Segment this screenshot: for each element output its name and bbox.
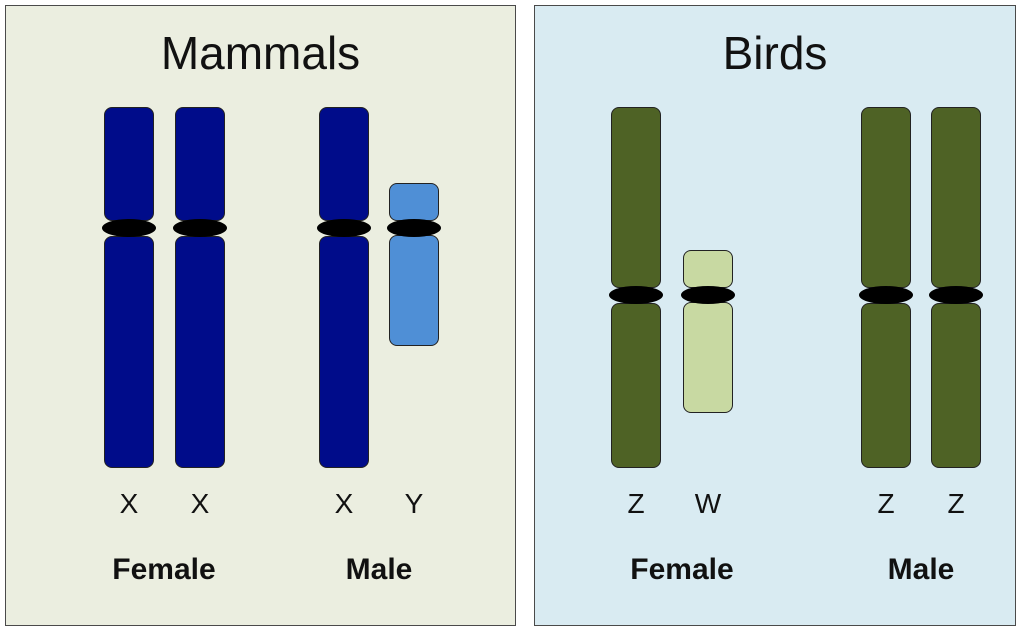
centromere: [173, 219, 227, 237]
centromere: [859, 286, 913, 304]
chromosome-upper-arm: [683, 250, 733, 288]
mammals-title: Mammals: [6, 26, 515, 80]
bird-male-label: Male: [841, 553, 1001, 587]
chromosome-lower-arm: [611, 303, 661, 468]
chromosome-upper-arm: [104, 107, 154, 221]
chromosome-upper-arm: [389, 183, 439, 221]
mammal-female-x-chromosome-2: [175, 107, 225, 468]
mammal-letter-3: X: [314, 488, 374, 520]
bird-male-z-chromosome-1: [861, 107, 911, 468]
centromere: [929, 286, 983, 304]
centromere: [609, 286, 663, 304]
bird-female-w-chromosome: [683, 250, 733, 413]
chromosome-upper-arm: [175, 107, 225, 221]
bird-letter-1: Z: [606, 488, 666, 520]
chromosome-lower-arm: [931, 303, 981, 468]
bird-female-z-chromosome: [611, 107, 661, 468]
chromosome-upper-arm: [931, 107, 981, 288]
mammal-letter-2: X: [170, 488, 230, 520]
centromere: [681, 286, 735, 304]
chromosome-lower-arm: [319, 236, 369, 468]
mammal-male-y-chromosome: [389, 183, 439, 346]
mammal-female-x-chromosome-1: [104, 107, 154, 468]
chromosome-lower-arm: [175, 236, 225, 468]
chromosome-lower-arm: [683, 302, 733, 413]
chromosome-lower-arm: [861, 303, 911, 468]
chromosome-upper-arm: [861, 107, 911, 288]
chromosome-lower-arm: [389, 235, 439, 346]
bird-letter-4: Z: [926, 488, 986, 520]
centromere: [317, 219, 371, 237]
mammal-letter-4: Y: [384, 488, 444, 520]
mammal-letter-1: X: [99, 488, 159, 520]
chromosome-upper-arm: [611, 107, 661, 288]
birds-title: Birds: [535, 26, 1015, 80]
centromere: [102, 219, 156, 237]
chromosome-upper-arm: [319, 107, 369, 221]
mammal-male-label: Male: [299, 553, 459, 587]
chromosome-lower-arm: [104, 236, 154, 468]
centromere: [387, 219, 441, 237]
bird-letter-2: W: [678, 488, 738, 520]
mammals-panel: Mammals: [5, 5, 516, 626]
bird-letter-3: Z: [856, 488, 916, 520]
mammal-male-x-chromosome: [319, 107, 369, 468]
mammal-female-label: Female: [84, 553, 244, 587]
bird-female-label: Female: [602, 553, 762, 587]
bird-male-z-chromosome-2: [931, 107, 981, 468]
